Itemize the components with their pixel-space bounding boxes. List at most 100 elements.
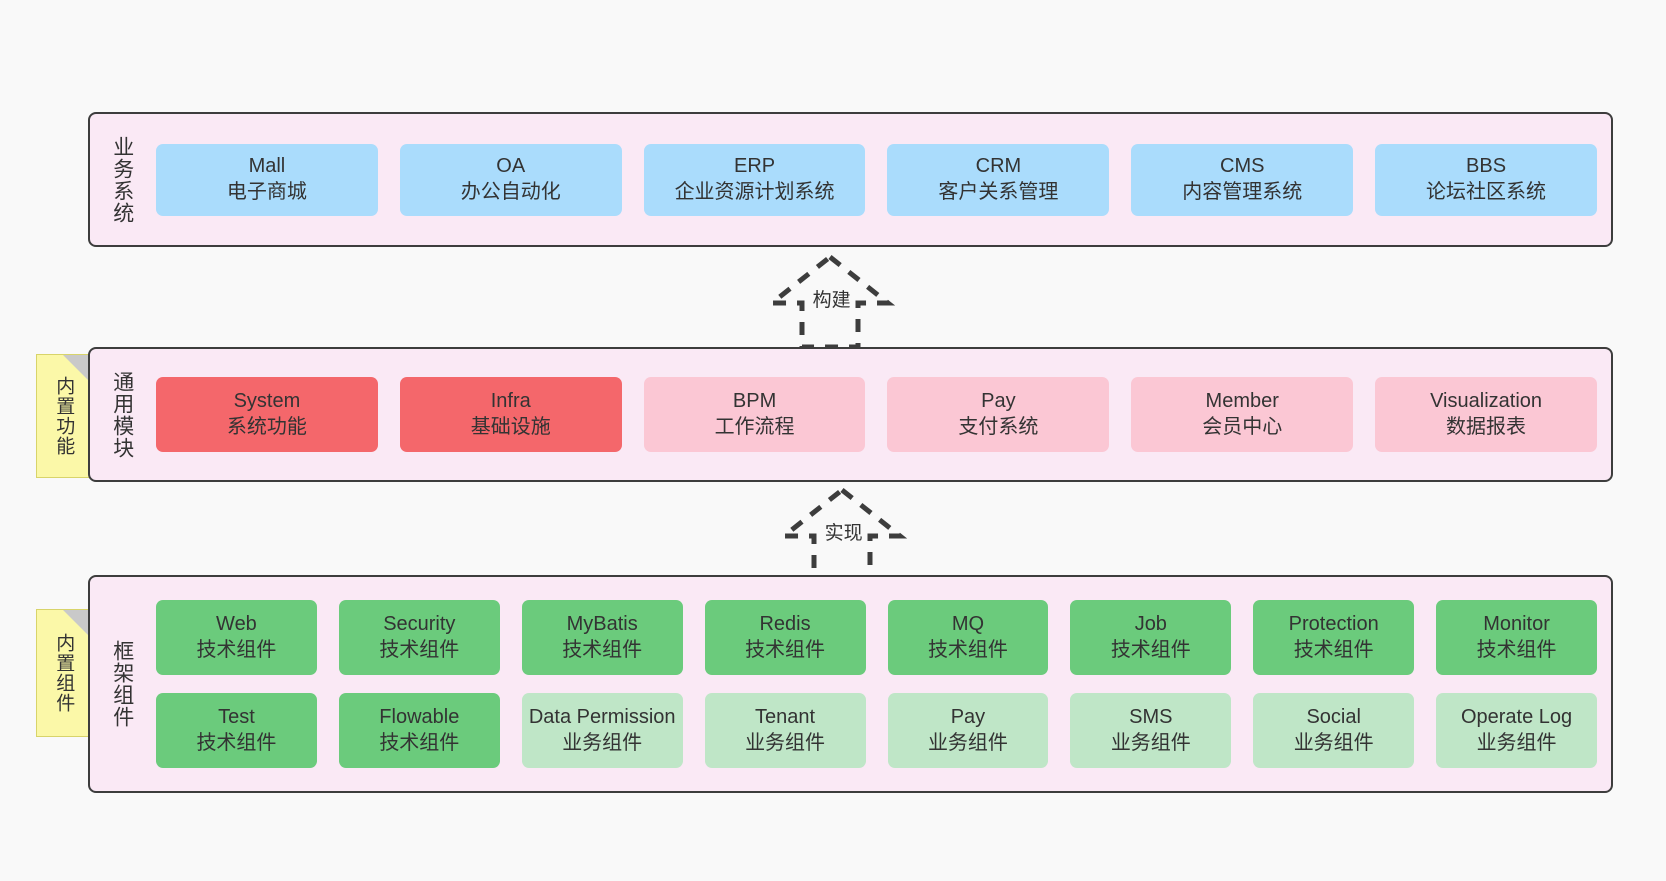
card-row: Test 技术组件 Flowable 技术组件 Data Permission … [156, 693, 1597, 768]
card-subtitle: 技术组件 [1110, 638, 1191, 661]
layer-body-business: Mall 电子商城 OA 办公自动化 ERP 企业资源计划系统 CRM 客户关系… [142, 114, 1611, 245]
card-member[interactable]: Member 会员中心 [1131, 377, 1354, 452]
card-title: BBS [1466, 154, 1507, 177]
card-subtitle: 基础设施 [470, 415, 551, 438]
card-title: Protection [1288, 612, 1379, 635]
card-pay-component[interactable]: Pay 业务组件 [887, 693, 1049, 768]
card-title: Flowable [379, 705, 460, 728]
card-title: Web [216, 612, 257, 635]
card-test[interactable]: Test 技术组件 [156, 693, 317, 768]
layer-title-common: 通用模块 [110, 370, 134, 459]
card-mq[interactable]: MQ 技术组件 [887, 600, 1049, 675]
card-title: Test [218, 705, 255, 728]
card-operate-log[interactable]: Operate Log 业务组件 [1436, 693, 1597, 768]
card-title: SMS [1129, 705, 1173, 728]
card-subtitle: 技术组件 [379, 731, 460, 754]
card-subtitle: 业务组件 [927, 731, 1008, 754]
card-bpm[interactable]: BPM 工作流程 [643, 377, 866, 452]
card-subtitle: 内容管理系统 [1182, 180, 1303, 203]
card-subtitle: 技术组件 [196, 638, 277, 661]
card-title: CRM [975, 154, 1022, 177]
layer-framework-component: 框架组件 Web 技术组件 Security 技术组件 MyBatis 技术组件… [88, 575, 1613, 793]
card-title: Data Permission [528, 705, 676, 728]
card-visualization[interactable]: Visualization 数据报表 [1375, 377, 1597, 452]
card-subtitle: 技术组件 [1476, 638, 1557, 661]
card-subtitle: 技术组件 [379, 638, 460, 661]
card-row: System 系统功能 Infra 基础设施 BPM 工作流程 Pay 支付系统… [156, 377, 1597, 452]
card-title: Member [1205, 389, 1279, 412]
card-title: Tenant [755, 705, 816, 728]
card-mall[interactable]: Mall 电子商城 [156, 143, 378, 216]
arrow-label-build: 构建 [812, 290, 851, 311]
card-subtitle: 业务组件 [1293, 731, 1374, 754]
arrow-implement: 实现 [772, 486, 912, 583]
card-subtitle: 业务组件 [1110, 731, 1191, 754]
card-subtitle: 技术组件 [1293, 638, 1374, 661]
note-fold-icon [63, 610, 89, 636]
card-title: Job [1134, 612, 1167, 635]
layer-business-system: 业务系统 Mall 电子商城 OA 办公自动化 ERP 企业资源计划系统 CRM… [88, 112, 1613, 247]
card-data-permission[interactable]: Data Permission 业务组件 [521, 693, 683, 768]
card-subtitle: 电子商城 [226, 180, 307, 203]
card-subtitle: 业务组件 [1476, 731, 1557, 754]
card-system[interactable]: System 系统功能 [156, 377, 378, 452]
card-title: Pay [981, 389, 1016, 412]
card-subtitle: 业务组件 [562, 731, 643, 754]
card-redis[interactable]: Redis 技术组件 [704, 600, 866, 675]
card-social[interactable]: Social 业务组件 [1253, 693, 1415, 768]
card-title: Monitor [1483, 612, 1550, 635]
note-builtin-function: 内置功能 [36, 354, 90, 478]
card-sms[interactable]: SMS 业务组件 [1070, 693, 1232, 768]
card-infra[interactable]: Infra 基础设施 [399, 377, 622, 452]
card-pay[interactable]: Pay 支付系统 [887, 377, 1110, 452]
card-subtitle: 支付系统 [958, 415, 1039, 438]
card-title: BPM [732, 389, 777, 412]
card-subtitle: 企业资源计划系统 [674, 180, 835, 203]
card-subtitle: 论坛社区系统 [1426, 180, 1547, 203]
card-title: Operate Log [1460, 705, 1573, 728]
card-job[interactable]: Job 技术组件 [1070, 600, 1232, 675]
card-subtitle: 数据报表 [1446, 415, 1527, 438]
card-row: Mall 电子商城 OA 办公自动化 ERP 企业资源计划系统 CRM 客户关系… [156, 143, 1597, 216]
card-bbs[interactable]: BBS 论坛社区系统 [1375, 143, 1597, 216]
card-protection[interactable]: Protection 技术组件 [1253, 600, 1415, 675]
card-subtitle: 会员中心 [1202, 415, 1283, 438]
card-subtitle: 技术组件 [196, 731, 277, 754]
card-title: CMS [1220, 154, 1265, 177]
layer-title-framework: 框架组件 [110, 640, 134, 728]
card-crm[interactable]: CRM 客户关系管理 [887, 143, 1110, 216]
card-monitor[interactable]: Monitor 技术组件 [1436, 600, 1597, 675]
layer-common-module: 通用模块 System 系统功能 Infra 基础设施 BPM 工作流程 Pay… [88, 347, 1613, 482]
card-title: MyBatis [566, 612, 638, 635]
note-builtin-component: 内置组件 [36, 609, 90, 737]
card-title: Infra [490, 389, 531, 412]
card-flowable[interactable]: Flowable 技术组件 [338, 693, 500, 768]
layer-body-framework: Web 技术组件 Security 技术组件 MyBatis 技术组件 Redi… [142, 577, 1611, 791]
card-subtitle: 技术组件 [745, 638, 826, 661]
card-security[interactable]: Security 技术组件 [338, 600, 500, 675]
card-title: OA [496, 154, 526, 177]
card-title: MQ [951, 612, 985, 635]
card-subtitle: 业务组件 [745, 731, 826, 754]
card-row: Web 技术组件 Security 技术组件 MyBatis 技术组件 Redi… [156, 600, 1597, 675]
card-title: Mall [248, 154, 286, 177]
card-erp[interactable]: ERP 企业资源计划系统 [643, 143, 866, 216]
card-title: Security [383, 612, 456, 635]
card-cms[interactable]: CMS 内容管理系统 [1131, 143, 1354, 216]
arrow-build: 构建 [760, 253, 900, 350]
card-subtitle: 客户关系管理 [938, 180, 1059, 203]
card-title: ERP [734, 154, 776, 177]
card-title: Visualization [1430, 389, 1543, 412]
card-mybatis[interactable]: MyBatis 技术组件 [521, 600, 683, 675]
card-title: Redis [759, 612, 811, 635]
card-title: Social [1306, 705, 1361, 728]
card-subtitle: 办公自动化 [460, 180, 561, 203]
card-subtitle: 工作流程 [714, 415, 795, 438]
note-label: 内置功能 [53, 376, 75, 456]
card-web[interactable]: Web 技术组件 [156, 600, 317, 675]
card-oa[interactable]: OA 办公自动化 [399, 143, 622, 216]
card-subtitle: 技术组件 [927, 638, 1008, 661]
card-title: System [233, 389, 301, 412]
note-label: 内置组件 [53, 633, 75, 713]
card-tenant[interactable]: Tenant 业务组件 [704, 693, 866, 768]
